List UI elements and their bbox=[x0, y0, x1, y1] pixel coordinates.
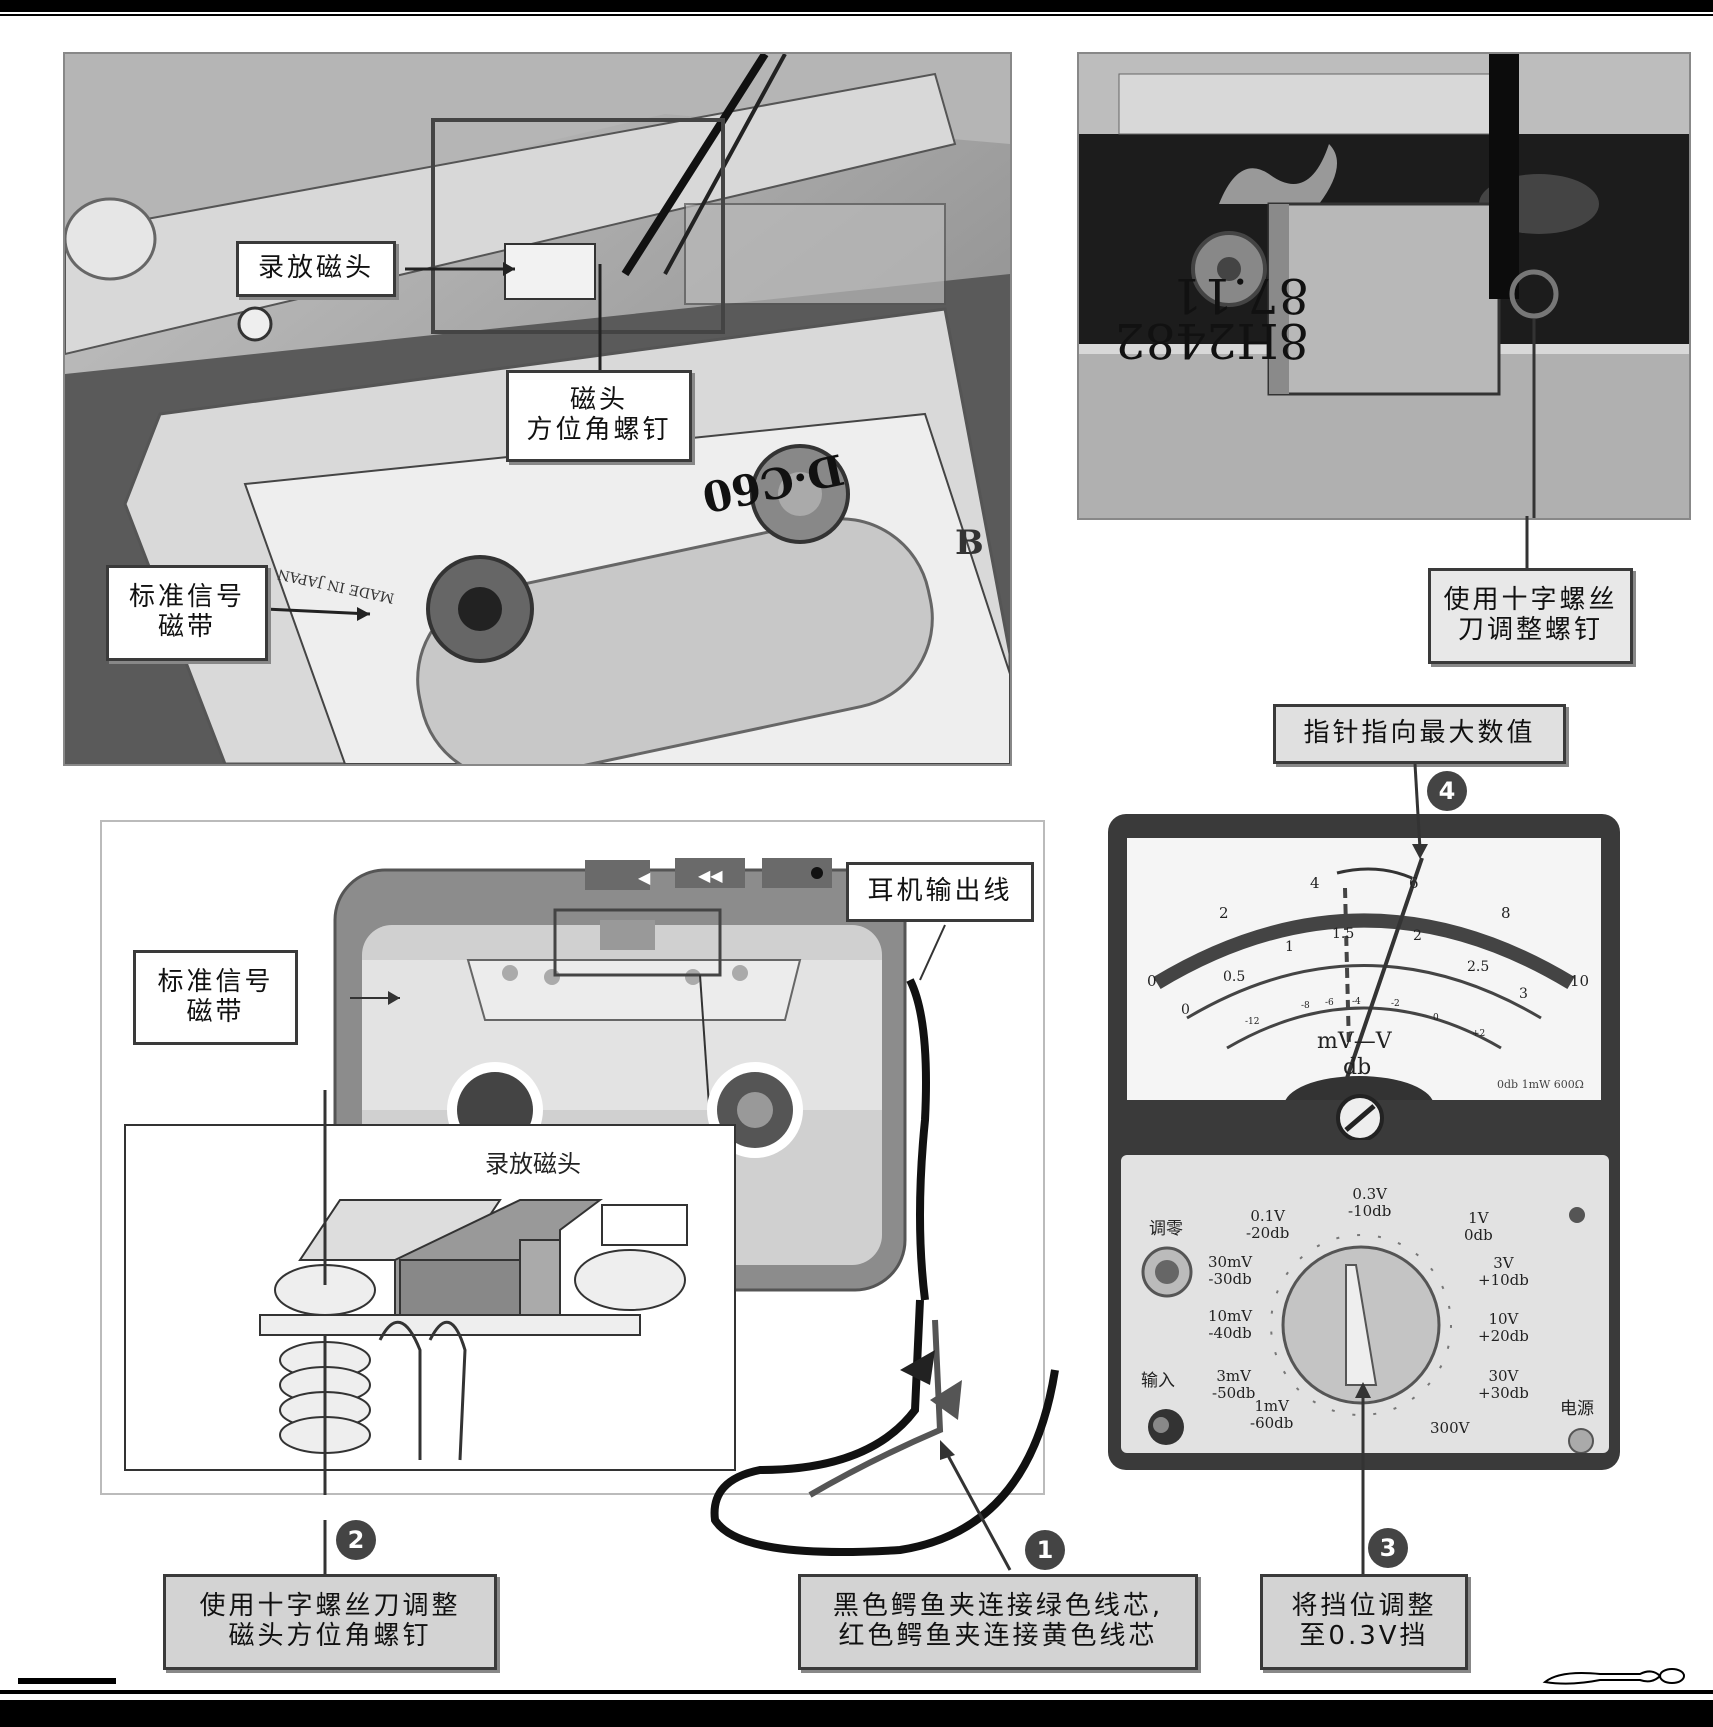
tick-db-m8: -8 bbox=[1301, 1001, 1310, 1011]
range-10mv: 10mV -40db bbox=[1208, 1307, 1253, 1342]
head-closeup-illustration: 87.11 8H2482 bbox=[1079, 54, 1689, 518]
cassette-diagram-frame bbox=[100, 820, 1045, 1495]
tick-mid-3: 3 bbox=[1519, 986, 1528, 1002]
tool-sketch-icon bbox=[1542, 1668, 1685, 1685]
tick-mid-2: 2 bbox=[1413, 928, 1422, 944]
range-30mv: 30mV -30db bbox=[1208, 1253, 1253, 1288]
cassette-diagram: ◀ ◀◀ 录放磁头 bbox=[124, 858, 946, 1495]
step-2-callout: 使用十字螺丝刀调整 磁头方位角螺钉 bbox=[163, 1574, 497, 1670]
footer-short-rule bbox=[18, 1678, 116, 1684]
screwdriver-label-line1: 使用十字螺丝 bbox=[1443, 585, 1618, 616]
zero-adjust-label: 调零 bbox=[1149, 1219, 1183, 1239]
range-30v: 30V +30db bbox=[1478, 1367, 1529, 1402]
step-3-badge: 3 bbox=[1368, 1528, 1408, 1568]
bottom-rule bbox=[0, 1690, 1713, 1694]
tick-top-6: 6 bbox=[1409, 874, 1419, 892]
top-rule-thin bbox=[0, 14, 1713, 16]
tick-top-2: 2 bbox=[1219, 904, 1229, 922]
step-2-line1: 使用十字螺丝刀调整 bbox=[199, 1591, 461, 1622]
range-1v: 1V 0db bbox=[1464, 1209, 1493, 1244]
pointer-arrow bbox=[1412, 764, 1428, 859]
tick-db-p2: +2 bbox=[1472, 1029, 1485, 1039]
range-300v: 300V bbox=[1430, 1419, 1470, 1437]
tick-mid-25: 2.5 bbox=[1467, 959, 1489, 975]
tick-db-m6: -6 bbox=[1325, 998, 1334, 1008]
pointer-max-label: 指针指向最大数值 bbox=[1273, 704, 1566, 764]
range-selector-area bbox=[1141, 1207, 1594, 1453]
range-3v: 3V +10db bbox=[1478, 1254, 1529, 1289]
svg-text:◀: ◀ bbox=[638, 868, 651, 887]
diagram-head-label: 录放磁头 bbox=[485, 1150, 581, 1178]
range-1mv: 1mV -60db bbox=[1250, 1397, 1294, 1432]
meter-unit-db: db bbox=[1343, 1055, 1371, 1080]
azimuth-screw-label-line1: 磁头 bbox=[569, 385, 628, 416]
tick-db-m4: -4 bbox=[1352, 997, 1361, 1007]
azimuth-screw-label-line2: 方位角螺钉 bbox=[526, 415, 672, 445]
meter-unit: mV—V bbox=[1317, 1029, 1393, 1054]
step-1-callout: 黑色鳄鱼夹连接绿色线芯, 红色鳄鱼夹连接黄色线芯 bbox=[798, 1574, 1198, 1670]
test-leads bbox=[710, 1299, 1059, 1556]
bottom-band bbox=[0, 1700, 1713, 1727]
standard-tape-label-line1: 标准信号 bbox=[128, 582, 245, 613]
head-label-text: 录放磁头 bbox=[257, 253, 374, 284]
power-label: 电源 bbox=[1560, 1399, 1594, 1419]
step-3-line2: 至0.3V挡 bbox=[1299, 1621, 1429, 1651]
tick-top-0: 0 bbox=[1147, 972, 1157, 990]
head-closeup-photo: 87.11 8H2482 bbox=[1077, 52, 1691, 520]
input-label: 输入 bbox=[1141, 1371, 1175, 1391]
meter-zero-adjust-screw[interactable] bbox=[1330, 1090, 1390, 1140]
cassette-side-text: B bbox=[955, 523, 984, 563]
step-3-line1: 将挡位调整 bbox=[1291, 1591, 1437, 1622]
svg-text:◀◀: ◀◀ bbox=[698, 866, 723, 885]
tick-top-10: 10 bbox=[1570, 972, 1589, 990]
azimuth-screw-label: 磁头 方位角螺钉 bbox=[506, 370, 692, 462]
head-marking-1: 87.11 bbox=[1172, 267, 1309, 323]
screwdriver-label: 使用十字螺丝 刀调整螺钉 bbox=[1428, 568, 1633, 664]
step-1-line1: 黑色鳄鱼夹连接绿色线芯, bbox=[832, 1591, 1164, 1622]
range-0-1v: 0.1V -20db bbox=[1246, 1207, 1290, 1242]
standard-tape-label-line2: 磁带 bbox=[157, 612, 216, 642]
tick-mid-05: 0.5 bbox=[1223, 969, 1245, 985]
tick-mid-1: 1 bbox=[1285, 939, 1294, 955]
meter-face: 0 2 4 6 8 10 0 0.5 1 1.5 2 2.5 3 -12 -8 … bbox=[1127, 838, 1601, 1100]
pointer-max-label-text: 指针指向最大数值 bbox=[1303, 718, 1536, 749]
step-4-badge: 4 bbox=[1427, 771, 1467, 811]
screwdriver-label-line2: 刀调整螺钉 bbox=[1457, 615, 1603, 645]
tick-db-m12: -12 bbox=[1245, 1017, 1260, 1027]
tick-db-m2: -2 bbox=[1391, 999, 1400, 1009]
range-3mv: 3mV -50db bbox=[1212, 1367, 1256, 1402]
step-3-callout: 将挡位调整 至0.3V挡 bbox=[1260, 1574, 1468, 1670]
top-rule bbox=[0, 0, 1713, 12]
step-2-badge: 2 bbox=[336, 1520, 376, 1560]
tick-top-8: 8 bbox=[1501, 904, 1511, 922]
step-1-line2: 红色鳄鱼夹连接黄色线芯 bbox=[838, 1621, 1158, 1651]
range-10v: 10V +20db bbox=[1478, 1310, 1529, 1345]
meter-reference: 0db 1mW 600Ω bbox=[1497, 1078, 1584, 1091]
head-label: 录放磁头 bbox=[236, 241, 396, 297]
diagram-tape-label-line1: 标准信号 bbox=[157, 966, 274, 997]
diagram-tape-label-line2: 磁带 bbox=[186, 996, 245, 1027]
range-0-3v: 0.3V -10db bbox=[1348, 1185, 1392, 1220]
screwdriver-pointer-line bbox=[1525, 516, 1529, 572]
tick-mid-0: 0 bbox=[1181, 1002, 1190, 1018]
earphone-output-label: 耳机输出线 bbox=[846, 862, 1034, 922]
tick-db-0: 0 bbox=[1433, 1013, 1439, 1023]
diagram-tape-label: 标准信号 磁带 bbox=[133, 950, 298, 1045]
step-1-badge: 1 bbox=[1025, 1530, 1065, 1570]
step-2-line2: 磁头方位角螺钉 bbox=[228, 1621, 432, 1651]
standard-tape-label: 标准信号 磁带 bbox=[106, 565, 268, 661]
tick-mid-15: 1.5 bbox=[1332, 926, 1354, 942]
earphone-output-label-text: 耳机输出线 bbox=[867, 876, 1013, 907]
head-marking-2: 8H2482 bbox=[1114, 312, 1309, 368]
tick-top-4: 4 bbox=[1310, 874, 1320, 892]
